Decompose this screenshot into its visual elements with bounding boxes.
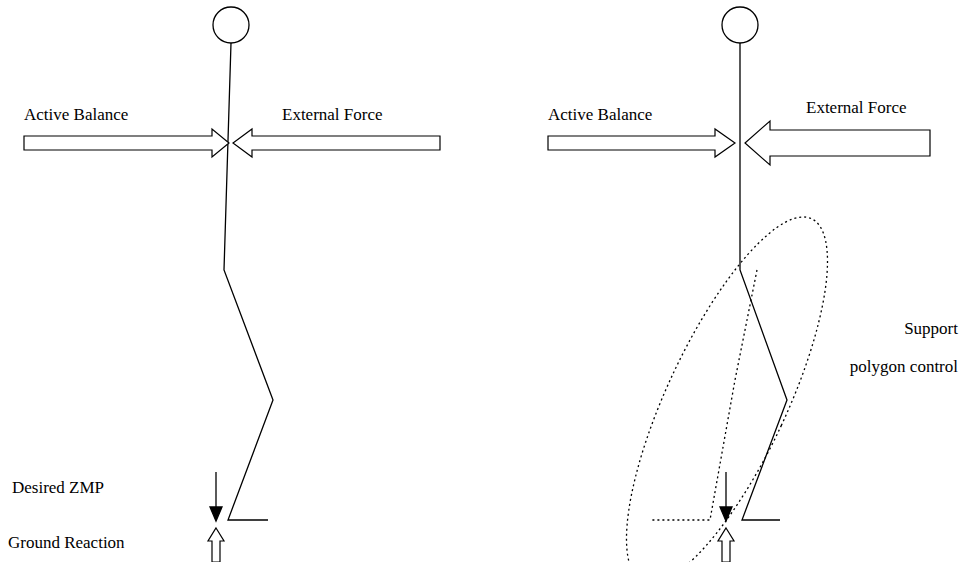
body-leg (224, 43, 273, 520)
force-label: Active Balance (548, 105, 652, 125)
zmp-arrow-head (210, 507, 222, 521)
hollow-arrow (745, 121, 930, 165)
zmp-arrow (215, 472, 216, 508)
zmp-arrow-head (720, 507, 732, 521)
hollow-arrow (718, 528, 734, 562)
control-label: Support polygon control (847, 310, 958, 386)
force-label: External Force (282, 105, 383, 125)
zmp-label: Desired ZMP (12, 478, 104, 498)
head (213, 7, 249, 43)
zmp-arrow (725, 472, 726, 508)
hollow-arrow (208, 528, 224, 562)
body-leg (740, 43, 787, 520)
force-label: External Force (806, 98, 907, 118)
hollow-arrow (24, 129, 229, 157)
reaction-label: Ground Reaction (8, 533, 125, 553)
dotted-leg (650, 270, 757, 520)
force-label: Active Balance (24, 105, 128, 125)
head (722, 7, 758, 43)
support-ellipse (588, 193, 866, 562)
hollow-arrow (233, 129, 440, 157)
hollow-arrow (548, 129, 735, 157)
